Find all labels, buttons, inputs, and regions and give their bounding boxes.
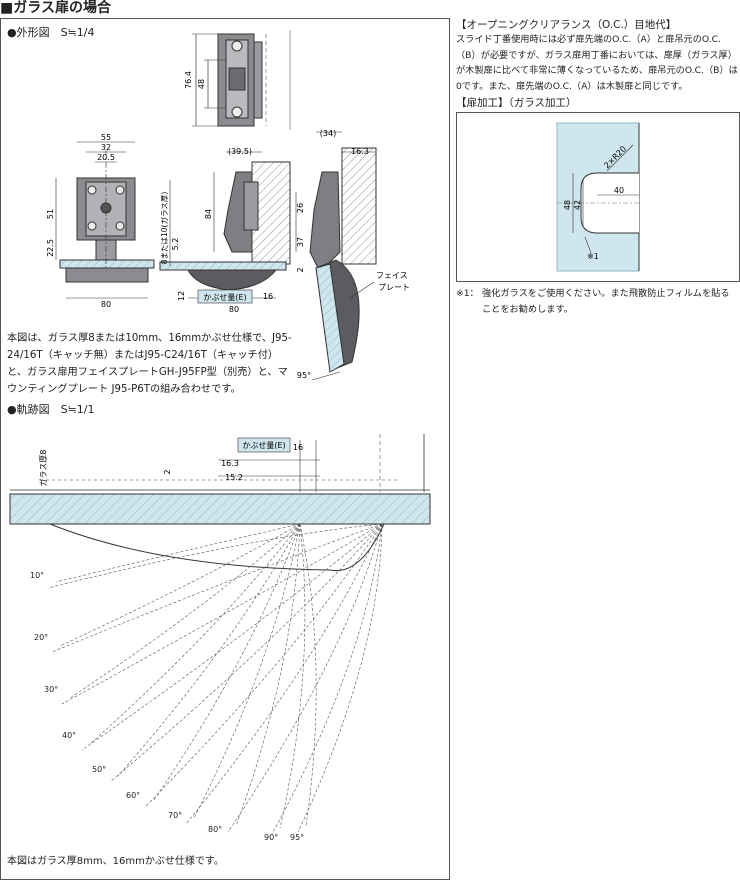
footnote-mark: ※1： [456, 288, 479, 299]
swing-arc-inner-10 [299, 523, 317, 827]
swing-arc-inner-1 [55, 523, 301, 583]
swing-arc-inner-7 [193, 523, 301, 819]
dim-84: 84 [204, 209, 213, 219]
dim-95-outline: 95° [297, 371, 311, 380]
dim-55: 55 [101, 133, 111, 142]
dim-37: 37 [296, 237, 305, 247]
swing-arc-8 [227, 523, 383, 833]
swing-arc-2 [51, 523, 383, 653]
angle-labels: 10° 20° 30° 40° 50° 60° 70° 80° 90° 95° [30, 571, 304, 842]
angle-label-4: 40° [62, 731, 76, 740]
swing-arc-inner-8 [235, 523, 301, 827]
faceplate-closed [49, 523, 385, 572]
dim-20-5: 20.5 [97, 153, 115, 162]
swing-arc-7 [185, 523, 383, 825]
footnote-text: 強化ガラスをご使用ください。また飛散防止フィルムを貼ることをお勧めします。 [482, 288, 730, 315]
angle-label-1: 10° [30, 571, 44, 580]
dim-15-2-trajectory: 15.2 [225, 473, 243, 482]
angle-label-8: 80° [208, 825, 222, 834]
dim-22-5: 22.5 [46, 239, 55, 257]
dim-2-trajectory: 2 [163, 469, 172, 474]
dim-80-front: 80 [101, 300, 111, 309]
swing-arc-inner-2 [59, 523, 301, 647]
swing-arc-4 [81, 523, 383, 751]
hinge-sideview [159, 151, 297, 299]
swing-arc-5 [109, 523, 383, 783]
clearance-text: スライド丁番使用時には必ず扉先端のO.C.（A）と扉吊元のO.C.（B）が必要で… [456, 34, 738, 92]
outline-drawing: 76.4 48 55 32 20.5 51 22.5 80 (39. [46, 30, 410, 380]
dim-16-3-outline: 16.3 [351, 147, 369, 156]
dim-12: 12 [177, 291, 186, 301]
outline-heading: ●外形図 S≒1/4 [7, 26, 95, 39]
swing-arc-9 [271, 523, 383, 835]
faceplate-label-2: プレート [378, 283, 410, 292]
swing-arc-inner-3 [69, 523, 301, 699]
hinge-frontview [55, 141, 155, 299]
faceplate-label-1: フェイス [376, 271, 408, 280]
dim-42-cutout: 42 [573, 200, 582, 210]
dim-16-3-trajectory: 16.3 [221, 459, 239, 468]
overlay-label-outline: かぶせ量(E) [203, 293, 246, 302]
swing-arc-6 [145, 523, 383, 807]
outline-description: 本図は、ガラス厚8または10mm、16mmかぶせ仕様で、J95-24/16T（キ… [7, 333, 292, 395]
swing-arc-inner-9 [279, 523, 306, 829]
swing-arc-1 [47, 523, 383, 589]
angle-label-10: 95° [290, 833, 304, 842]
dim-2: 2 [296, 267, 305, 272]
swing-arc-3 [61, 523, 383, 705]
dim-51: 51 [46, 209, 55, 219]
mounting-plate-topview [192, 30, 291, 130]
angle-label-5: 50° [92, 765, 106, 774]
trajectory-note: 本図はガラス厚8mm、16mmかぶせ仕様です。 [7, 856, 224, 867]
glass-door-band [9, 493, 431, 525]
angle-label-7: 70° [168, 811, 182, 820]
dim-5-2: 5.2 [171, 238, 180, 251]
dim-32: 32 [101, 143, 111, 152]
swing-arc-inner-4 [89, 523, 301, 745]
dim-39-5: (39.5) [228, 147, 252, 156]
trajectory-drawing: かぶせ量(E) 16 16.3 15.2 2 ガラス厚8 10° 20° 30° 40… [9, 434, 431, 842]
page-title: ■ガラス扉の場合 [0, 0, 111, 16]
swing-arc-inner-5 [117, 523, 301, 777]
overlay-label-trajectory: かぶせ量(E) [242, 441, 285, 450]
angle-label-3: 30° [44, 685, 58, 694]
swing-arc-10 [297, 523, 383, 833]
dim-26: 26 [296, 203, 305, 213]
note-mark-cutout: ※1 [587, 252, 599, 261]
angle-label-9: 90° [264, 833, 278, 842]
dim-40-cutout: 40 [614, 186, 624, 195]
dim-48-top: 48 [197, 79, 206, 89]
trajectory-heading: ●軌跡図 S≒1/1 [7, 403, 95, 416]
dim-48-cutout: 48 [563, 200, 572, 210]
swing-arc-inner-6 [153, 523, 301, 801]
dim-8-or-10-glass: 8または10(ガラス厚) [159, 192, 169, 265]
glass-thickness-label: ガラス厚8 [38, 450, 48, 487]
dim-76-4: 76.4 [184, 71, 193, 89]
clearance-heading: 【オープニングクリアランス（O.C.）目地代】 [456, 19, 677, 31]
dim-16-side: 16 [263, 292, 273, 301]
dim-34: (34) [320, 129, 336, 138]
glass-cutout-drawing: 2×R20 40 48 42 ※1 [556, 122, 640, 272]
swing-arcs [47, 523, 383, 835]
dim-16-trajectory: 16 [293, 443, 303, 452]
dim-80-side: 80 [229, 305, 239, 314]
hinge-openview [309, 131, 377, 380]
processing-heading: 【扉加工】（ガラス加工） [456, 97, 577, 109]
angle-label-6: 60° [126, 791, 140, 800]
angle-label-2: 20° [34, 633, 48, 642]
